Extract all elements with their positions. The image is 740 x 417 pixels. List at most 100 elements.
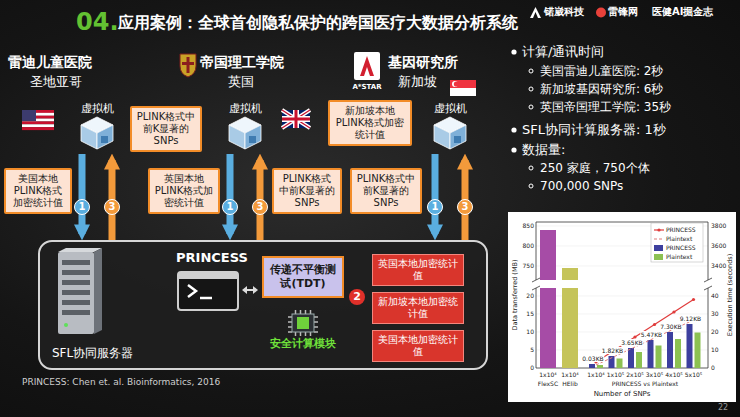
legend-text: PRINCESS — [666, 226, 696, 233]
logo-mark — [533, 12, 538, 18]
node-text: 虚拟机 — [67, 101, 127, 116]
terminal-cursor — [200, 297, 212, 300]
institution-name: 雷迪儿童医院 — [8, 54, 92, 71]
flag-band — [450, 88, 476, 96]
tick-label: 850 — [523, 222, 534, 229]
data-box: 新加坡本地PLINK格式加密统计值 — [328, 100, 412, 146]
cube-face — [245, 125, 261, 149]
process-box: 传递不平衡测试(TDT) — [262, 256, 344, 298]
bar — [687, 324, 693, 368]
flag-stripe — [22, 121, 54, 124]
terminal-icon — [178, 272, 238, 310]
axis-line — [536, 222, 708, 223]
axis-line — [536, 222, 537, 280]
chip-core — [297, 317, 309, 329]
chip-pin — [300, 332, 302, 336]
chip-pin — [310, 310, 312, 314]
bar — [562, 288, 578, 368]
grid-line — [536, 296, 708, 297]
chart-ground — [508, 212, 736, 402]
cube-face — [81, 125, 97, 149]
data-label: 9.12KB — [679, 315, 702, 322]
chip-pin — [300, 310, 302, 314]
bullet-ring — [529, 105, 533, 109]
bullet-text: 计算/通讯时间 — [522, 44, 604, 60]
data-label: 5.47KB — [640, 331, 663, 338]
flag-crescent — [452, 81, 458, 87]
cube-face — [450, 125, 466, 149]
flow-arrow — [432, 154, 439, 234]
bar — [628, 348, 634, 368]
cube-face — [229, 125, 245, 149]
terminal-bar — [178, 272, 238, 279]
legend-text: Plaintext — [666, 235, 692, 242]
chip-pin — [314, 321, 318, 323]
chip-icon — [288, 310, 318, 336]
server-drive — [62, 300, 90, 305]
chip-pin — [288, 326, 292, 328]
node-text: PLINK格式中前K显著的SNPs — [356, 173, 416, 209]
bar — [589, 364, 595, 368]
server-drive — [62, 310, 90, 315]
bullet-ring — [529, 184, 533, 188]
flag-band — [450, 80, 476, 88]
tick-label: 30 — [711, 310, 719, 317]
tick-label: 20 — [711, 328, 719, 335]
node-text: 新加坡本地PLINK格式加密统计值 — [334, 105, 406, 141]
tick-label: 20 — [526, 292, 534, 299]
series-line — [596, 320, 694, 365]
grid-line — [536, 332, 708, 333]
flag-saltire — [282, 110, 310, 128]
bar — [675, 339, 681, 368]
legend-frame — [651, 223, 703, 262]
tick-label: 0 — [711, 364, 715, 371]
imperial-crest — [180, 54, 196, 77]
node-text: 英国本地加密统计值 — [377, 258, 459, 282]
tick-label: 3400 — [711, 262, 726, 269]
flag-saltire — [282, 110, 310, 128]
bullet-text: 美国雷迪儿童医院: 2秒 — [540, 64, 664, 78]
legend-text: Plaintext — [666, 253, 692, 260]
result-box: 英国本地加密统计值 — [372, 254, 464, 286]
terminal-window — [178, 272, 238, 310]
series-marker — [672, 310, 675, 313]
node-text: 安全计算模块 — [262, 336, 344, 351]
data-box: PLINK格式中前K显著的SNPs — [130, 106, 202, 152]
flow-arrow — [79, 154, 86, 234]
tick-label: 3x10⁵ — [646, 371, 663, 378]
tick-label: 10 — [526, 328, 534, 335]
server-tower — [58, 248, 102, 334]
legend-line — [654, 227, 664, 233]
flag-stripe — [22, 127, 54, 130]
virtual-machine: 虚拟机 — [67, 100, 127, 154]
flag-canton — [22, 110, 36, 121]
flow-arrow — [227, 154, 234, 234]
tick-label: 1x10⁴ — [587, 371, 604, 378]
tick-label: 1x10⁴ — [561, 371, 578, 378]
logo-text: 医健AI掘金志 — [652, 6, 713, 18]
bullet-text: 英国帝国理工学院: 35秒 — [540, 100, 671, 114]
data-box: 美国本地PLINK格式加密统计值 — [4, 168, 72, 214]
chip-pin — [288, 321, 292, 323]
flag-stripe — [22, 124, 54, 127]
data-label: 7.30KB — [659, 323, 682, 330]
location-name: 圣地亚哥 — [30, 74, 82, 90]
server-drive — [62, 260, 90, 265]
link-line — [246, 289, 254, 291]
node-text: 虚拟机 — [420, 101, 480, 116]
series-marker — [653, 323, 656, 326]
server-front — [58, 252, 94, 334]
logo-text: 锘崴科技 — [544, 6, 584, 18]
series-marker — [692, 298, 695, 301]
cube-face — [434, 125, 450, 149]
legend-line — [654, 236, 664, 242]
server-side — [94, 248, 102, 334]
category-label: HElib — [562, 380, 577, 387]
tick-label: 5 — [530, 346, 534, 353]
node-text: 传递不平衡测试(TDT) — [268, 263, 338, 291]
tick-label: 2x10⁵ — [626, 371, 643, 378]
legend-entry: Plaintext — [654, 253, 692, 260]
bar — [540, 288, 556, 368]
node-text: 美国本地加密统计值 — [377, 334, 459, 358]
